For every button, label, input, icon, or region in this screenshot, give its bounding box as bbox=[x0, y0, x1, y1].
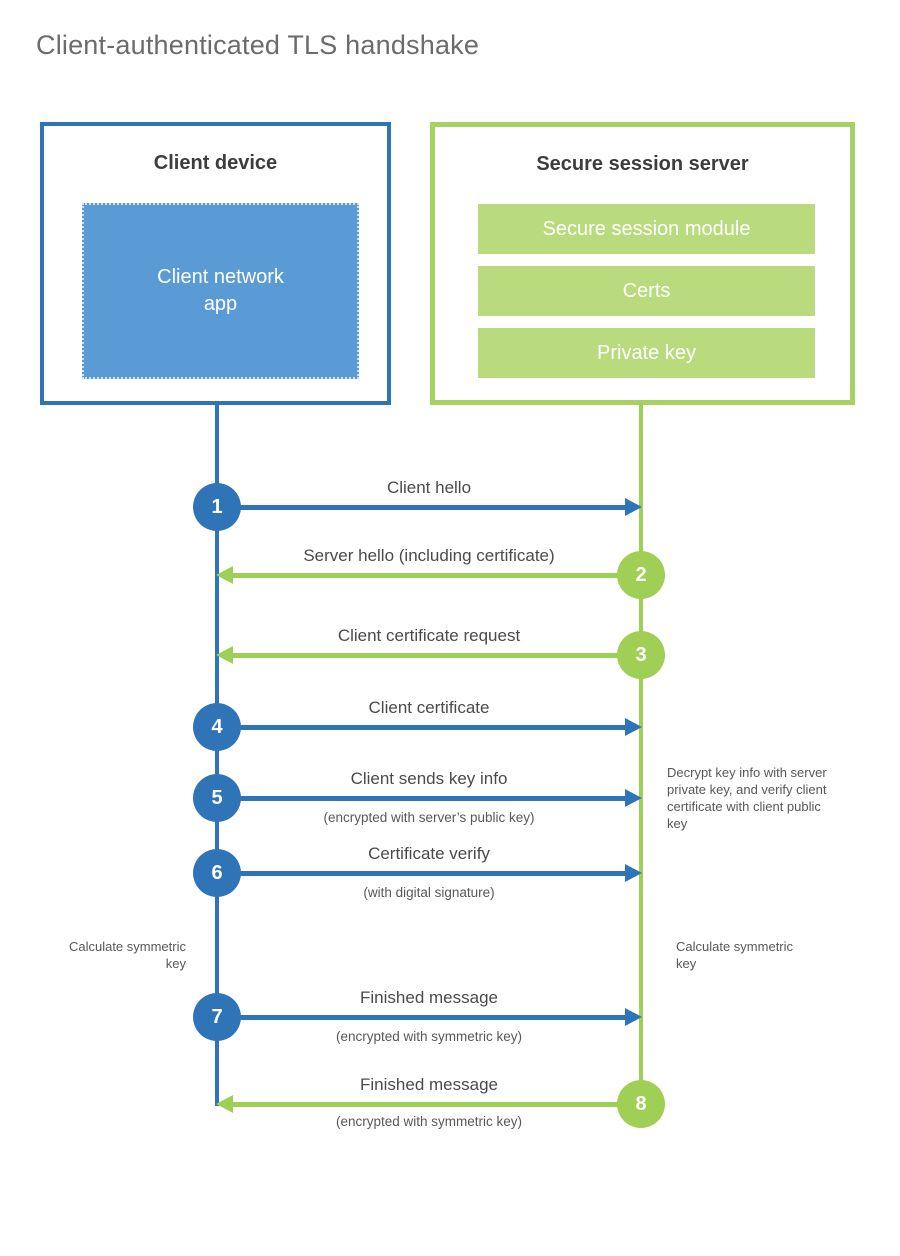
step-3-circle: 3 bbox=[617, 631, 665, 679]
step-8-arrow bbox=[216, 1095, 641, 1114]
step-3-arrow bbox=[216, 646, 641, 665]
step-7-arrow bbox=[217, 1008, 642, 1027]
step-1-label: Client hello bbox=[386, 478, 472, 497]
client-network-app-box: Client network app bbox=[82, 203, 359, 379]
client-lifeline bbox=[214, 403, 220, 1106]
step-6-circle: 6 bbox=[193, 849, 241, 897]
client-calculate-note: Calculate symmetric key bbox=[68, 939, 186, 971]
server-module-list: Secure session module Certs Private key bbox=[478, 204, 815, 390]
step-8-circle: 8 bbox=[617, 1080, 665, 1128]
client-device-box: Client device Client network app bbox=[40, 122, 391, 405]
server-module-private-key: Private key bbox=[478, 328, 815, 378]
page-title: Client-authenticated TLS handshake bbox=[36, 30, 480, 60]
step-8-sublabel: (encrypted with symmetric key) bbox=[335, 1114, 523, 1129]
step-7-circle: 7 bbox=[193, 993, 241, 1041]
step-2-label: Server hello (including certificate) bbox=[303, 546, 555, 565]
step-4-circle: 4 bbox=[193, 703, 241, 751]
secure-session-server-title: Secure session server bbox=[536, 153, 749, 175]
server-decrypt-note: Decrypt key info with server private key… bbox=[667, 765, 827, 831]
step-7-label: Finished message bbox=[360, 988, 498, 1007]
step-2-arrow bbox=[216, 566, 641, 585]
step-5-label: Client sends key info bbox=[350, 769, 508, 788]
step-3-label: Client certificate request bbox=[337, 626, 521, 645]
step-6-sublabel: (with digital signature) bbox=[363, 885, 495, 900]
server-module-secure-session: Secure session module bbox=[478, 204, 815, 254]
server-module-certs: Certs bbox=[478, 266, 815, 316]
step-1-circle: 1 bbox=[193, 483, 241, 531]
step-5-arrow bbox=[217, 789, 642, 808]
step-2-circle: 2 bbox=[617, 551, 665, 599]
step-5-circle: 5 bbox=[193, 774, 241, 822]
step-4-label: Client certificate bbox=[368, 698, 490, 717]
arrow-left-icon bbox=[216, 646, 233, 665]
arrow-right-icon bbox=[625, 1008, 642, 1027]
arrow-left-icon bbox=[216, 566, 233, 585]
step-1-arrow bbox=[217, 498, 642, 517]
step-7-sublabel: (encrypted with symmetric key) bbox=[335, 1029, 523, 1044]
arrow-right-icon bbox=[625, 789, 642, 808]
client-network-app-label: Client network app bbox=[157, 266, 284, 315]
arrow-left-icon bbox=[216, 1095, 233, 1114]
step-8-label: Finished message bbox=[360, 1075, 498, 1094]
arrow-right-icon bbox=[625, 498, 642, 517]
step-6-arrow bbox=[217, 864, 642, 883]
server-lifeline bbox=[638, 403, 644, 1104]
server-calculate-note: Calculate symmetric key bbox=[676, 939, 794, 971]
arrow-right-icon bbox=[625, 864, 642, 883]
client-device-title: Client device bbox=[153, 152, 278, 174]
step-6-label: Certificate verify bbox=[368, 844, 490, 863]
secure-session-server-box: Secure session server Secure session mod… bbox=[430, 122, 855, 405]
arrow-right-icon bbox=[625, 718, 642, 737]
step-5-sublabel: (encrypted with server’s public key) bbox=[323, 810, 535, 825]
step-4-arrow bbox=[217, 718, 642, 737]
